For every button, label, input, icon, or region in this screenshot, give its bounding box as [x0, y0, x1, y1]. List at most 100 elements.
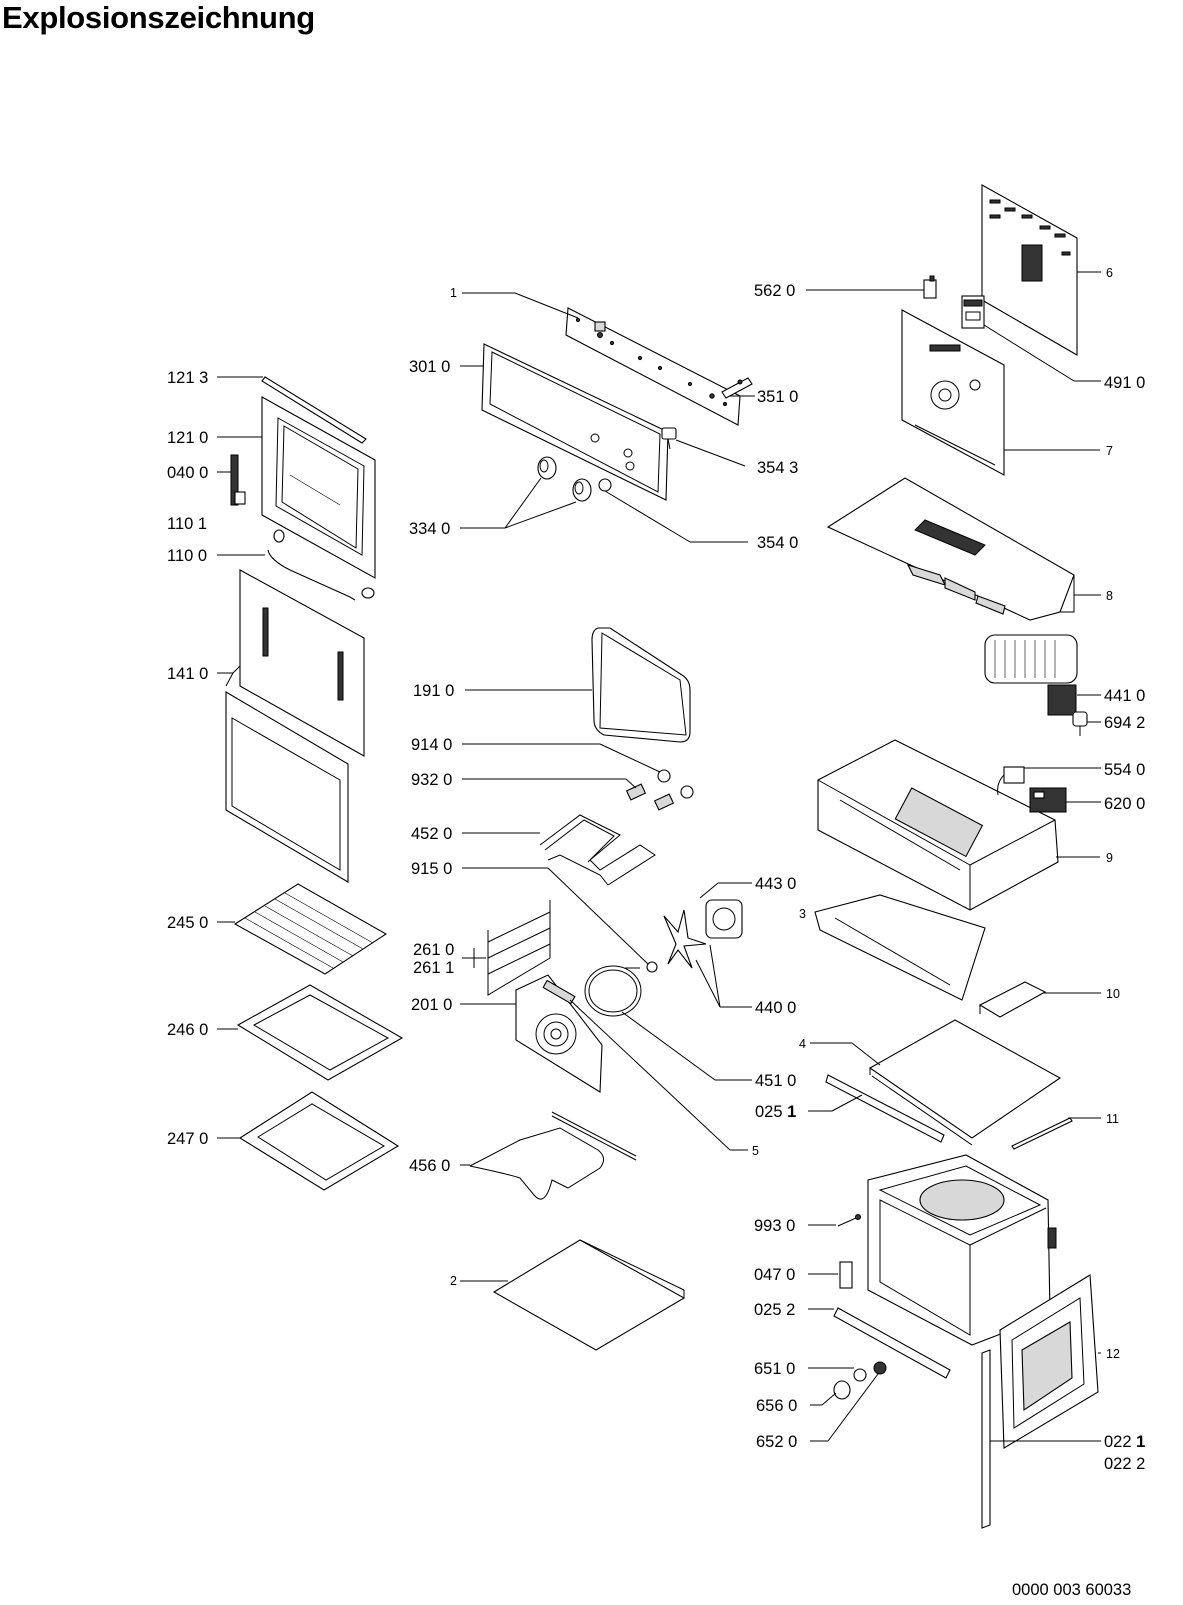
lamp-holder-part [625, 783, 694, 811]
bottom-panel-part [868, 1019, 1062, 1146]
top-cover-part [826, 477, 1075, 621]
knobs-part [537, 456, 592, 502]
label-3: 3 [799, 907, 806, 921]
label-246-0: 246 0 [167, 1021, 208, 1039]
label-121-0: 121 0 [167, 429, 208, 447]
side-rail-part [981, 1349, 991, 1529]
label-694-2: 694 2 [1104, 714, 1145, 732]
label-12: 12 [1106, 1347, 1120, 1361]
label-491-0: 491 0 [1104, 374, 1145, 392]
base-frame-part [817, 739, 1059, 911]
page-title: Explosionszeichnung [2, 0, 315, 35]
label-351-0: 351 0 [757, 388, 798, 406]
label-191-0: 191 0 [413, 682, 454, 700]
label-022-1: 022 1 [1104, 1433, 1145, 1451]
slide-rail-part [825, 1074, 945, 1143]
label-247-0: 247 0 [167, 1130, 208, 1148]
rear-cover-part [981, 184, 1078, 356]
document-number: 0000 003 60033 [1012, 1581, 1131, 1599]
thermal-cutout-part [997, 766, 1025, 796]
label-914-0: 914 0 [411, 736, 452, 754]
label-141-0: 141 0 [167, 665, 208, 683]
lamp-part [833, 1361, 887, 1400]
door-top-trim-part [261, 376, 367, 444]
inner-door-frame-part [261, 396, 376, 579]
label-261-1: 261 1 [413, 959, 454, 977]
oven-floor-part [492, 1239, 686, 1351]
strip-part [1011, 1117, 1073, 1150]
label-110-0: 110 0 [167, 547, 207, 565]
grill-heating-element-part [539, 814, 656, 886]
terminal-block-part [961, 295, 985, 329]
knob-ring-part [598, 478, 612, 492]
label-121-3: 121 3 [167, 369, 208, 387]
label-1: 1 [450, 286, 457, 300]
label-301-0: 301 0 [409, 358, 450, 376]
leader-lines [217, 271, 1101, 1442]
label-440-0: 440 0 [755, 999, 796, 1017]
label-6: 6 [1106, 266, 1113, 280]
label-652-0: 652 0 [756, 1433, 797, 1451]
label-110-1: 110 1 [167, 515, 207, 533]
label-5: 5 [752, 1144, 759, 1158]
label-452-0: 452 0 [411, 825, 452, 843]
label-620-0: 620 0 [1104, 795, 1145, 813]
control-panel-bracket-part [565, 307, 741, 426]
side-grid-part [487, 900, 551, 996]
ring-heating-element-part [584, 965, 642, 1017]
label-562-0: 562 0 [754, 282, 795, 300]
label-025-1: 025 1 [755, 1103, 796, 1121]
fan-blade-part [646, 909, 707, 973]
label-554-0: 554 0 [1104, 761, 1145, 779]
callout-labels: 1 301 0 351 0 354 3 334 0 354 0 562 0 6 … [167, 266, 1145, 1599]
deep-tray-part [238, 1091, 400, 1191]
label-651-0: 651 0 [754, 1360, 795, 1378]
label-443-0: 443 0 [755, 875, 796, 893]
fan-cover-part [515, 974, 603, 1093]
label-441-0: 441 0 [1104, 687, 1145, 705]
baking-tray-part [236, 984, 404, 1081]
screw-part [837, 1214, 861, 1227]
wire-rack-part [233, 883, 388, 975]
fan-motor-part [705, 899, 743, 939]
label-022-2: 022 2 [1104, 1455, 1145, 1473]
door-seal-part [591, 627, 691, 743]
selector-rod-part [721, 377, 753, 399]
label-11: 11 [1106, 1112, 1119, 1126]
label-9: 9 [1106, 851, 1113, 865]
label-10: 10 [1106, 987, 1120, 1001]
label-656-0: 656 0 [756, 1397, 797, 1415]
door-switch-part [923, 275, 937, 299]
label-932-0: 932 0 [411, 771, 452, 789]
label-334-0: 334 0 [409, 520, 450, 538]
label-040-0: 040 0 [167, 464, 208, 482]
label-245-0: 245 0 [167, 914, 208, 932]
label-4: 4 [799, 1037, 806, 1051]
tangential-fan-part [984, 634, 1078, 716]
label-451-0: 451 0 [755, 1072, 796, 1090]
control-panel-front-part [481, 343, 669, 501]
lower-heating-element-part [469, 1111, 637, 1200]
handle-end-cap-part [273, 529, 285, 543]
label-2: 2 [450, 1274, 457, 1288]
thermostat-part [1072, 711, 1088, 736]
label-993-0: 993 0 [754, 1217, 795, 1235]
relay-part [1029, 787, 1067, 813]
label-261-0: 261 0 [413, 941, 454, 959]
label-201-0: 201 0 [411, 996, 452, 1014]
label-7: 7 [1106, 444, 1113, 458]
label-025-2: 025 2 [754, 1301, 795, 1319]
label-8: 8 [1106, 589, 1113, 603]
door-hinge-part [230, 454, 246, 506]
rear-wall-part [901, 309, 1005, 476]
door-glass-panes-part [225, 569, 365, 883]
door-handle-part [267, 549, 375, 601]
label-354-3: 354 3 [757, 459, 798, 477]
label-354-0: 354 0 [757, 534, 798, 552]
label-456-0: 456 0 [409, 1157, 450, 1175]
lamp-cover-part [657, 769, 671, 783]
spindle-part [661, 427, 677, 450]
cavity-panel-part [814, 894, 986, 1001]
side-panel-part [999, 1274, 1099, 1449]
